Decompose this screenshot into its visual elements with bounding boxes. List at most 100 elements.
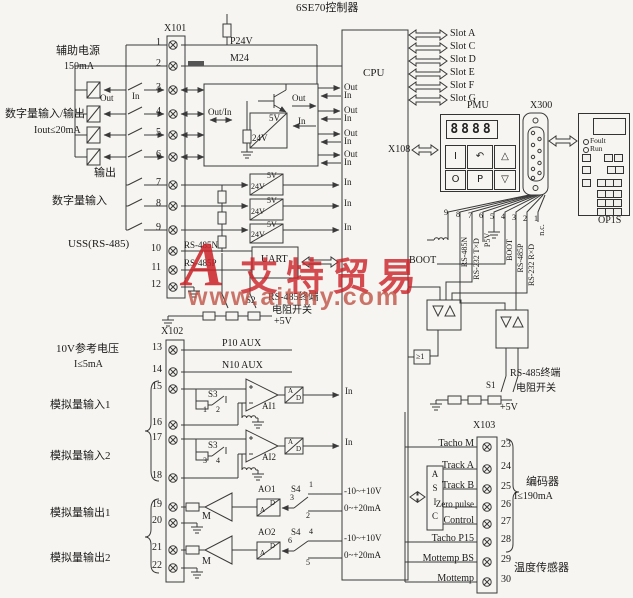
op1s-key-15[interactable] [613,199,622,207]
slot-f: Slot F [450,80,475,91]
sig-control: Control [443,515,474,526]
pmu-on-button[interactable]: I [445,145,466,169]
s4-ao1-c1: 1 [309,480,313,489]
slot-e: Slot E [450,67,475,78]
x102-pin19: 19 [152,499,162,510]
pmu-reverse-button[interactable]: ↶ [467,145,493,169]
x300-pin2: 2 [523,214,527,223]
m24-label: M24 [230,53,249,64]
x300-pin1: 1 [534,214,538,223]
op1s-key-5[interactable] [615,166,624,174]
slot-g: Slot G [450,93,476,104]
rs485p-label: RS-485P [184,258,217,268]
x103-pin26: 26 [501,499,511,510]
ref-volt-line1: 10V参考电压 [56,343,119,355]
x300-pin9: 9 [444,208,448,217]
x102-pin21: 21 [152,542,162,553]
conv1-24v: 24V [251,182,265,191]
op1s-key-1[interactable] [604,154,613,162]
term-left-line1: RS-485终端 [268,292,319,303]
x102-pin15: 15 [152,381,162,392]
op1s-key-12[interactable] [613,190,622,198]
aux-power-line2: 150mA [64,61,94,72]
rs485n-label: RS-485N [184,240,219,250]
x101-pin10: 10 [151,243,161,254]
sig-track-a: Track A [441,460,474,471]
x102-pin17: 17 [152,432,162,443]
x101-pin12: 12 [151,279,161,290]
pmu-label: PMU [467,100,489,111]
x300-sig-rs232rxd: RS-232 R×D [526,243,536,287]
dio-out-3: Out [344,128,358,138]
x103-pin27: 27 [501,516,511,527]
op1s-key-2[interactable] [614,154,623,162]
s3-ai2-c3: 3 [203,456,207,465]
ai2-in: In [345,437,353,447]
conv2-5v: 5V [267,196,277,205]
s4-ao1-c2: 2 [306,511,310,520]
x102-pin18: 18 [152,470,162,481]
or-gate-label: ≥1 [416,352,425,361]
pmu-p-button[interactable]: P [467,170,493,190]
s4-ao2: S4 [291,527,301,537]
x101-pin9: 9 [156,222,161,233]
s3-ai1-c2: 2 [216,405,220,414]
fault-led [583,139,589,145]
ai1-label: AI1 [262,401,276,411]
s3-ai1-c1: 1 [203,405,207,414]
conv3-24v: 24V [251,230,265,239]
op1s-panel: Foult Run [578,113,630,216]
x300-pin3: 3 [512,213,516,222]
x300-sig-rs485n: RS-485N [459,236,469,268]
p10aux-label: P10 AUX [222,338,262,349]
dio-out-1: Out [344,82,358,92]
op1s-key-6[interactable] [582,179,591,187]
s4-ao2-c6: 6 [288,536,292,545]
x300-pin4: 4 [501,212,505,221]
conv2-24v: 24V [251,207,265,216]
sig-tacho-m: Tacho M [438,438,474,449]
ai1-group: 模拟量输入1 [50,399,111,411]
x108-label: X108 [388,144,411,155]
dio-out-4: Out [344,149,358,159]
ref-volt-line2: I≤5mA [74,359,103,370]
ai2-ad-d: D [296,445,302,453]
ao1-da-a: A [260,506,266,514]
pmu-lower-button[interactable]: ▽ [494,170,516,190]
op1s-key-9[interactable] [613,179,622,187]
x103-pin29: 29 [501,554,511,565]
cpu-label: CPU [363,67,385,79]
pmu-raise-button[interactable]: △ [494,145,516,169]
s3-ai2: S3 [208,440,218,450]
s4-ao2-c5: 5 [306,558,310,567]
x101-pin11: 11 [151,262,161,273]
pmu-off-button[interactable]: O [445,170,466,190]
fault-led-label: Foult [590,136,606,145]
x101-pin4: 4 [156,106,161,117]
x103-pin23: 23 [501,439,511,450]
s4-ao2-c4: 4 [309,527,313,536]
x103-pin25: 25 [501,481,511,492]
encoder-current: I≤190mA [514,491,553,502]
ao1-da-d: D [270,499,276,507]
di7-in: In [344,177,352,187]
op1s-key-0[interactable] [582,154,591,162]
op1s-label: OP1S [598,215,622,226]
dio-out-2: Out [344,105,358,115]
x102-label: X102 [161,326,184,337]
ao2-range-i: 0~+20mA [344,550,381,560]
x103-pin24: 24 [501,461,511,472]
x102-pin16: 16 [152,417,162,428]
ai1-in: In [345,386,353,396]
x300-sig-rs232txd: RS-232 T×D [471,238,481,280]
pmu-panel: 8888 I ↶ △ O P ▽ [440,114,520,192]
conv-main-5v: 5V [269,113,280,123]
ai2-label: AI2 [262,452,276,462]
x102-pin20: 20 [152,515,162,526]
op1s-key-3[interactable] [582,166,591,174]
plus5v-left: +5V [274,316,292,327]
m-pin22: M [202,556,211,567]
op1s-key-18[interactable] [613,208,622,216]
